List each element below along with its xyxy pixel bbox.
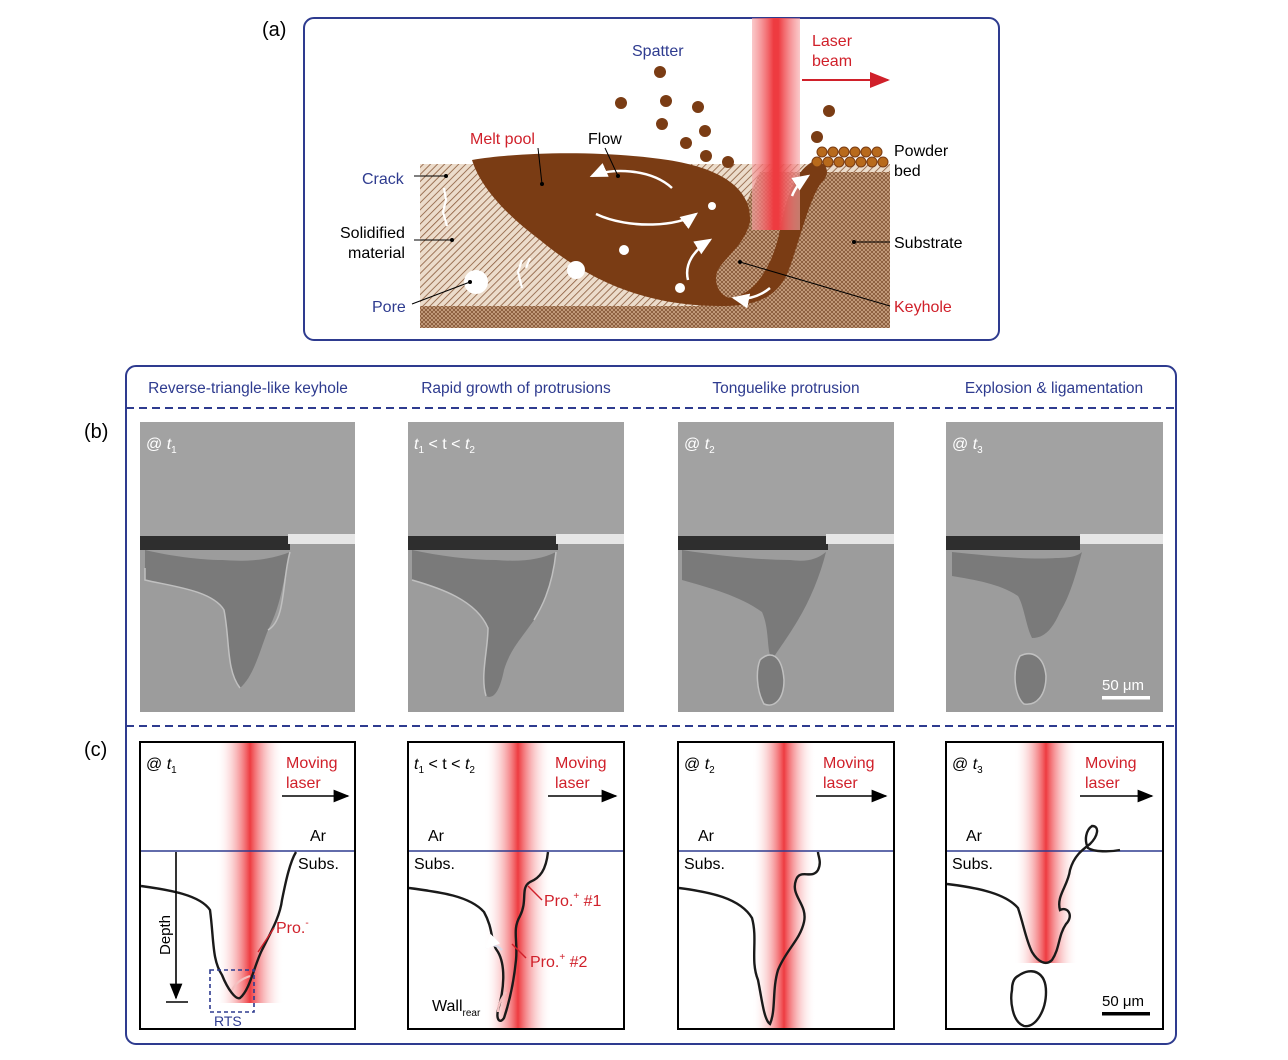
svg-text:Moving: Moving	[823, 755, 875, 772]
subs-label-2: Subs.	[414, 856, 455, 873]
subs-label-1: Subs.	[298, 856, 339, 873]
laser-beam-label-1: Laser	[812, 33, 853, 50]
spatter-droplets	[615, 66, 835, 168]
pro-plus-2-label: Pro.+ #2	[530, 952, 588, 971]
powder-bed	[811, 146, 889, 168]
ar-label-2: Ar	[428, 828, 445, 845]
panel-bc: (b) (c) Reverse-triangle-like keyhole Ra…	[84, 365, 1177, 1045]
moving-laser-2: Moving laser	[548, 755, 618, 803]
flow-label: Flow	[588, 131, 622, 148]
ar-label-4: Ar	[966, 828, 983, 845]
melt-pool-label: Melt pool	[470, 131, 535, 148]
pro-plus-1-label: Pro.+ #1	[544, 891, 602, 910]
laser-beam-c4	[1014, 743, 1078, 963]
leader-lines	[411, 147, 891, 307]
laser-beam-c3	[752, 743, 816, 1028]
b-scale-bar-label: 50 μm	[1102, 677, 1144, 694]
c-time-label-4: @ t3	[952, 756, 983, 776]
pore-label: Pore	[372, 299, 406, 316]
header-2: Rapid growth of protrusions	[421, 380, 611, 397]
pro-minus-label: Pro.-	[276, 918, 309, 937]
svg-text:laser: laser	[823, 775, 858, 792]
b-time-label-3: @ t2	[684, 436, 715, 456]
subs-label-3: Subs.	[684, 856, 725, 873]
powder-bed-label-1: Powder	[894, 143, 949, 160]
c-scale-bar	[1102, 1012, 1150, 1016]
panel-b-label: (b)	[84, 421, 108, 443]
panel-a: (a)	[262, 17, 1000, 341]
panel-bc-frame	[125, 365, 1177, 1045]
panel-c: Depth RTS Moving laser Moving laser Movi…	[139, 741, 1164, 1030]
rts-label: RTS	[214, 1013, 242, 1029]
wall-rear-label: Wallrear	[432, 998, 481, 1019]
melt-pool-shape	[472, 153, 827, 306]
svg-text:Moving: Moving	[286, 755, 338, 772]
laser-beam-a	[752, 18, 800, 230]
b-scale-bar	[1102, 696, 1150, 700]
ar-label-1: Ar	[310, 828, 327, 845]
panel-a-frame	[303, 17, 1000, 341]
moving-laser-3: Moving laser	[816, 755, 888, 803]
svg-text:laser: laser	[1085, 775, 1120, 792]
keyhole-profile-1	[140, 851, 298, 1000]
c-time-label-2: t1 < t < t2	[414, 756, 475, 776]
crack-label: Crack	[362, 171, 405, 188]
header-4: Explosion & ligamentation	[965, 380, 1143, 397]
c-time-label-1: @ t1	[146, 756, 177, 776]
moving-laser-1: Moving laser	[282, 755, 350, 803]
crack-lines	[441, 187, 532, 289]
spatter-label: Spatter	[632, 43, 684, 60]
b-time-label-4: @ t3	[952, 436, 983, 456]
laser-beam-c2	[484, 743, 552, 1028]
substrate-label: Substrate	[894, 235, 963, 252]
keyhole-profile-4	[946, 824, 1121, 964]
keyhole-profile-3	[678, 851, 821, 1026]
b-time-label-2: t1 < t < t2	[414, 436, 475, 456]
droplet-4	[1010, 970, 1048, 1028]
header-3: Tonguelike protrusion	[712, 380, 859, 397]
header-1: Reverse-triangle-like keyhole	[148, 380, 348, 397]
depth-label: Depth	[157, 915, 174, 955]
panel-c-label: (c)	[84, 739, 107, 761]
rts-box	[209, 969, 255, 1013]
b-time-label-1: @ t1	[146, 436, 177, 456]
laser-beam-c1	[216, 743, 284, 1003]
svg-text:laser: laser	[286, 775, 321, 792]
solidified-label-1: Solidified	[340, 225, 405, 242]
keyhole-label: Keyhole	[894, 299, 952, 316]
ar-label-3: Ar	[698, 828, 715, 845]
panel-b: @ t1 t1 < t < t2 @ t2 @ t3 50 μm	[140, 422, 1163, 712]
xray-image-1	[140, 422, 355, 712]
svg-text:Moving: Moving	[1085, 755, 1137, 772]
laser-beam-label-2: beam	[812, 53, 852, 70]
powder-bed-label-2: bed	[894, 163, 921, 180]
keyhole-profile-2	[408, 851, 550, 1022]
xray-image-2	[408, 422, 624, 712]
xray-image-3	[678, 422, 894, 712]
subs-label-4: Subs.	[952, 856, 993, 873]
svg-text:laser: laser	[555, 775, 590, 792]
c-scale-bar-label: 50 μm	[1102, 993, 1144, 1010]
pore-large	[464, 270, 488, 294]
xray-image-4	[946, 422, 1163, 712]
svg-text:Moving: Moving	[555, 755, 607, 772]
c-time-label-3: @ t2	[684, 756, 715, 776]
panel-a-label: (a)	[262, 19, 286, 41]
moving-laser-4: Moving laser	[1080, 755, 1154, 803]
flow-arrows	[589, 163, 811, 309]
solidified-label-2: material	[348, 245, 405, 262]
